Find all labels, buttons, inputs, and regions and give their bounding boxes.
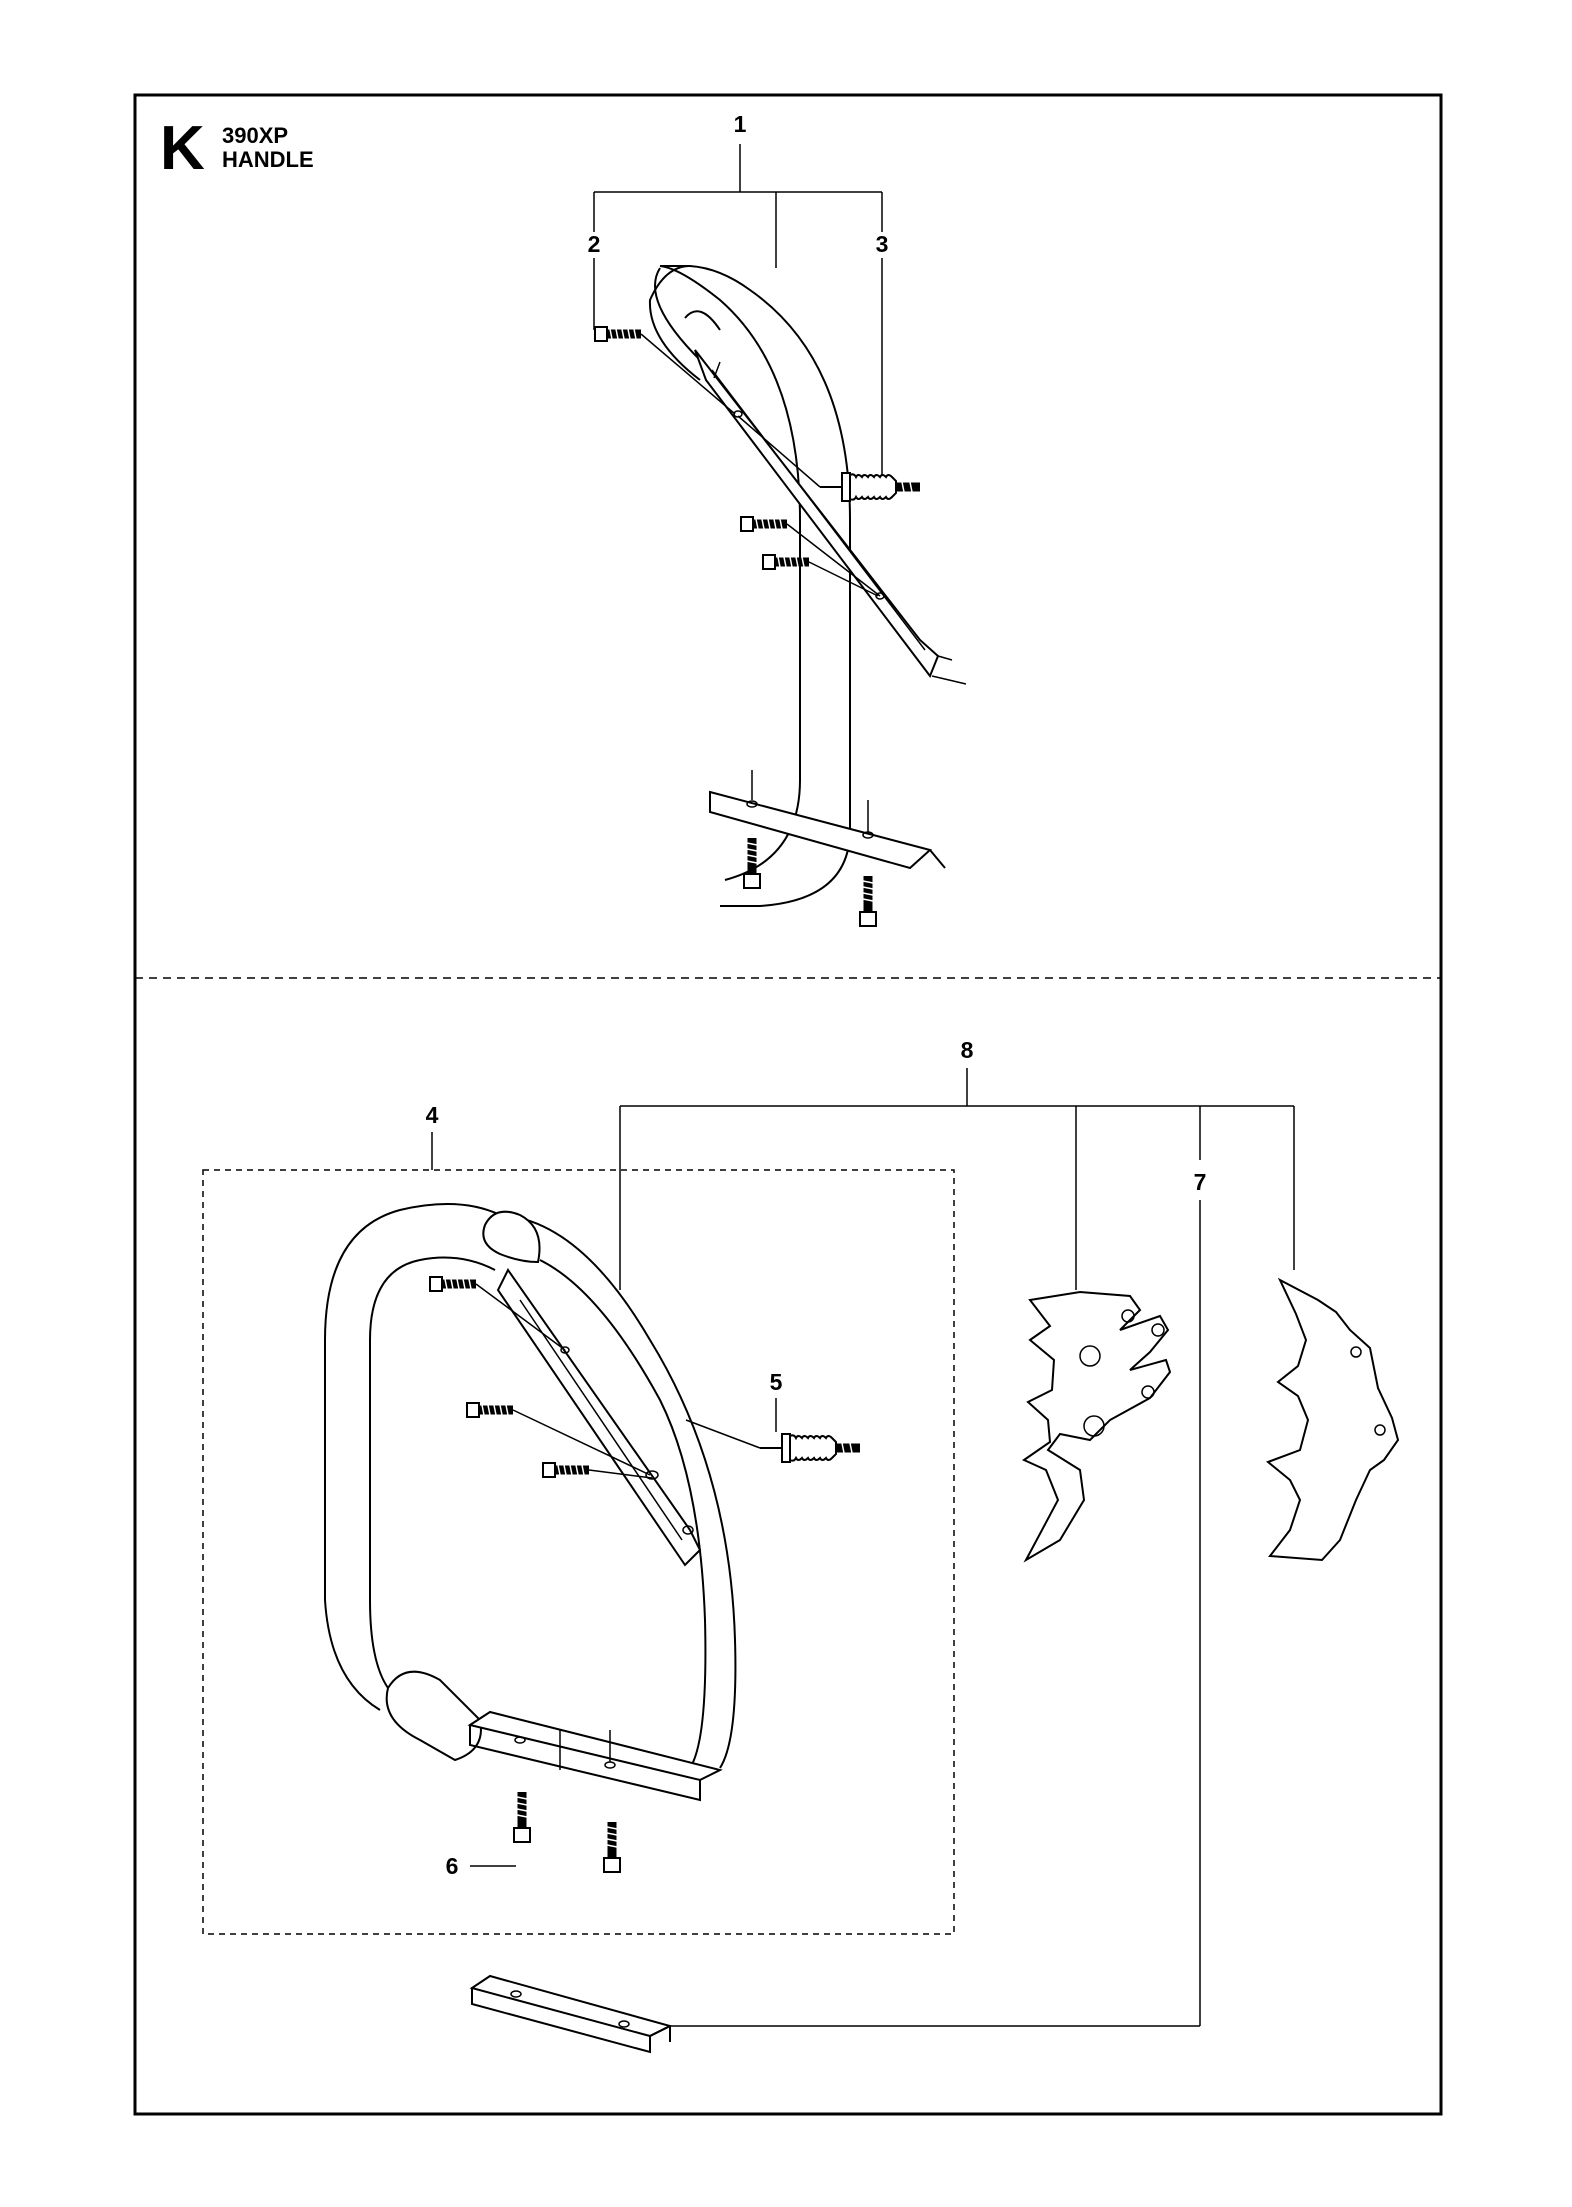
front-handle-lower bbox=[324, 1203, 860, 1872]
callout-2: 2 bbox=[588, 231, 601, 257]
callout-3: 3 bbox=[876, 231, 889, 257]
callout-5: 5 bbox=[770, 1369, 783, 1395]
callout-4: 4 bbox=[426, 1102, 439, 1128]
callout-7: 7 bbox=[1194, 1169, 1207, 1195]
callout-6: 6 bbox=[446, 1853, 459, 1879]
bottom-plate-7 bbox=[469, 1974, 673, 2038]
kit-4-boundary bbox=[202, 1169, 955, 1935]
bumper-spike-left bbox=[1021, 1290, 1172, 1563]
model-number: 390XP bbox=[222, 123, 289, 148]
page-frame bbox=[133, 93, 1443, 2116]
callout-1: 1 bbox=[734, 111, 747, 137]
section-title: HANDLE bbox=[222, 147, 314, 172]
front-handle-upper bbox=[594, 144, 967, 926]
bumper-spike-right bbox=[1266, 1277, 1400, 1562]
callout-8: 8 bbox=[961, 1037, 974, 1063]
section-letter: K bbox=[160, 114, 205, 183]
